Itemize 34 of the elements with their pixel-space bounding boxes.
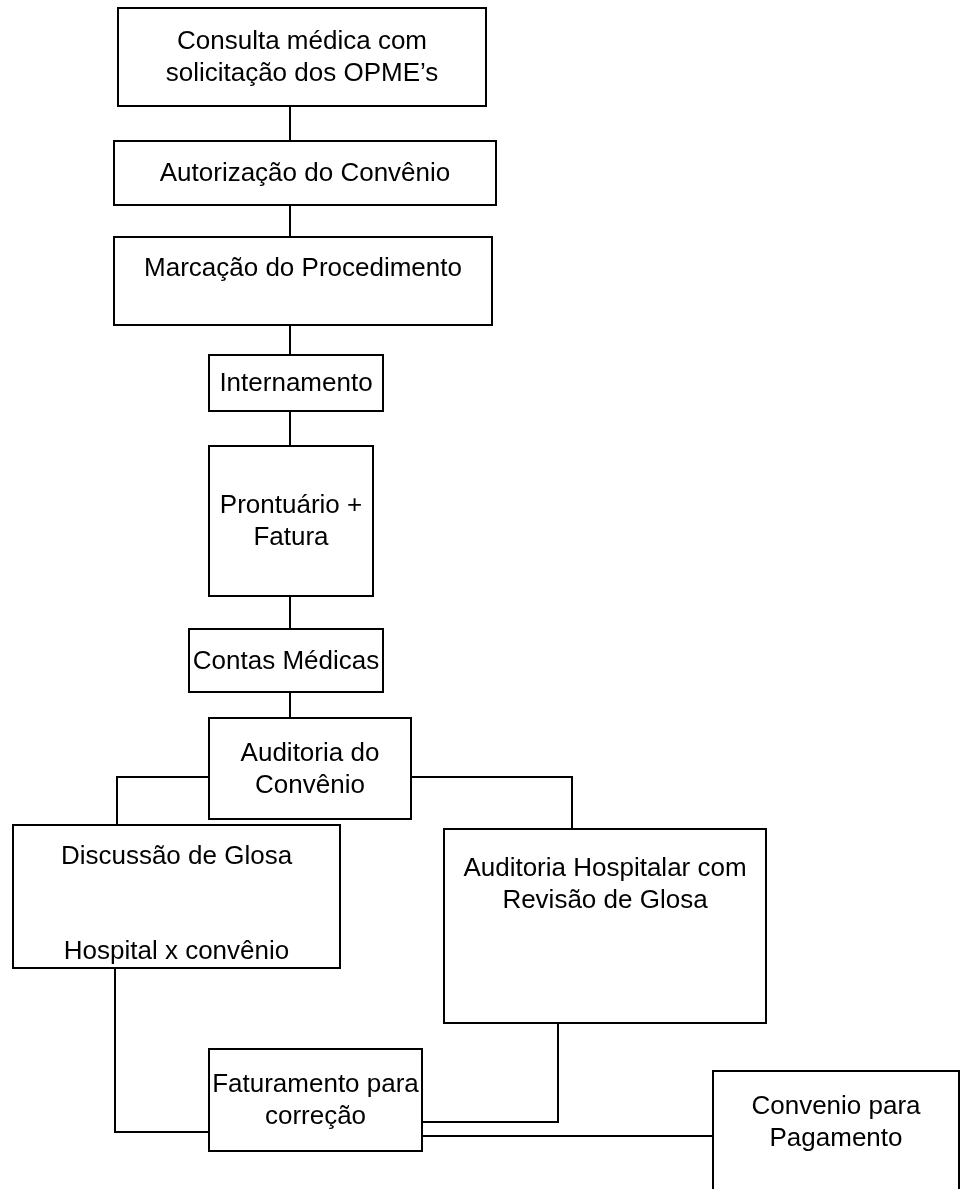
process-box [443,828,767,1024]
process-box [712,1070,960,1189]
box-label: Hospital x convênio [63,935,290,967]
box-label: Consulta médica com solicitação dos OPME’s [164,25,440,89]
connector-line [289,106,291,141]
process-box [113,140,497,206]
process-box [208,445,374,597]
box-label: Prontuário + Fatura [218,489,364,553]
box-label: Contas Médicas [192,644,380,677]
process-box [188,628,384,693]
process-box [113,236,493,326]
box-label: Marcação do Procedimento [144,252,462,284]
process-box [208,1048,423,1152]
connector-line [289,692,291,718]
connector-line [289,596,291,629]
box-label: Autorização do Convênio [159,157,451,189]
box-label: Internamento [219,367,373,399]
box-label: Auditoria do Convênio [239,736,381,801]
connector-line [289,411,291,446]
process-box [117,7,487,107]
process-box [12,824,341,969]
process-box [208,354,384,412]
box-label: Faturamento para correção [211,1068,420,1132]
box-label: Convenio para Pagamento [750,1090,922,1154]
connector-line [114,968,209,1133]
connector-line [411,776,573,829]
box-label: Auditoria Hospitalar com Revisão de Glosa [462,852,748,916]
process-box [208,717,412,820]
connector-line [289,205,291,237]
connector-line [289,325,291,355]
connector-line [422,1023,559,1123]
connector-line [422,1135,713,1137]
box-label: Discussão de Glosa [60,840,293,872]
connector-line [116,776,209,825]
